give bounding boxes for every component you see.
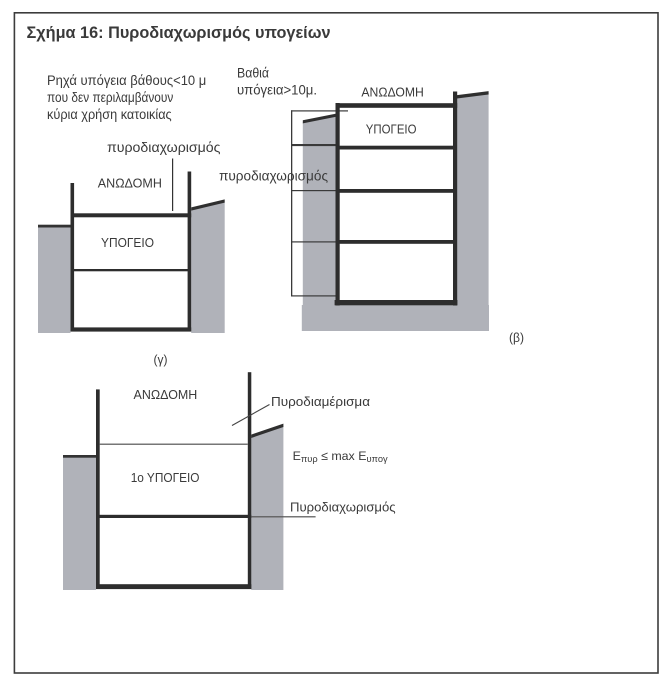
svg-text:υπόγεια>10μ.: υπόγεια>10μ. (237, 83, 317, 98)
svg-text:Επυρ ≤ max Ευπογ: Επυρ ≤ max Ευπογ (293, 449, 388, 464)
svg-text:κύρια χρήση κατοικίας: κύρια χρήση κατοικίας (47, 107, 172, 122)
svg-text:που δεν περιλαμβάνουν: που δεν περιλαμβάνουν (47, 90, 174, 105)
svg-text:ΑΝΩΔΟΜΗ: ΑΝΩΔΟΜΗ (98, 176, 162, 191)
svg-text:ΑΝΩΔΟΜΗ: ΑΝΩΔΟΜΗ (134, 387, 198, 402)
svg-text:πυροδιαχωρισμός: πυροδιαχωρισμός (107, 140, 221, 156)
svg-text:ΥΠΟΓΕΙΟ: ΥΠΟΓΕΙΟ (366, 122, 417, 137)
svg-text:ΑΝΩΔΟΜΗ: ΑΝΩΔΟΜΗ (361, 84, 423, 99)
svg-text:πυροδιαχωρισμός: πυροδιαχωρισμός (219, 167, 328, 183)
svg-text:ΥΠΟΓΕΙΟ: ΥΠΟΓΕΙΟ (101, 235, 154, 250)
svg-text:Βαθιά: Βαθιά (237, 66, 269, 81)
svg-text:Πυροδιαμέρισμα: Πυροδιαμέρισμα (271, 394, 371, 409)
svg-text:(γ): (γ) (154, 352, 168, 367)
svg-text:Σχήμα 16: Πυροδιαχωρισμός υπογ: Σχήμα 16: Πυροδιαχωρισμός υπογείων (27, 23, 331, 42)
svg-text:1ο ΥΠΟΓΕΙΟ: 1ο ΥΠΟΓΕΙΟ (131, 470, 200, 485)
svg-text:Πυροδιαχωρισμός: Πυροδιαχωρισμός (290, 499, 396, 514)
svg-text:(β): (β) (509, 330, 524, 345)
svg-text:Ρηχά υπόγεια βάθους<10 μ: Ρηχά υπόγεια βάθους<10 μ (47, 73, 206, 88)
